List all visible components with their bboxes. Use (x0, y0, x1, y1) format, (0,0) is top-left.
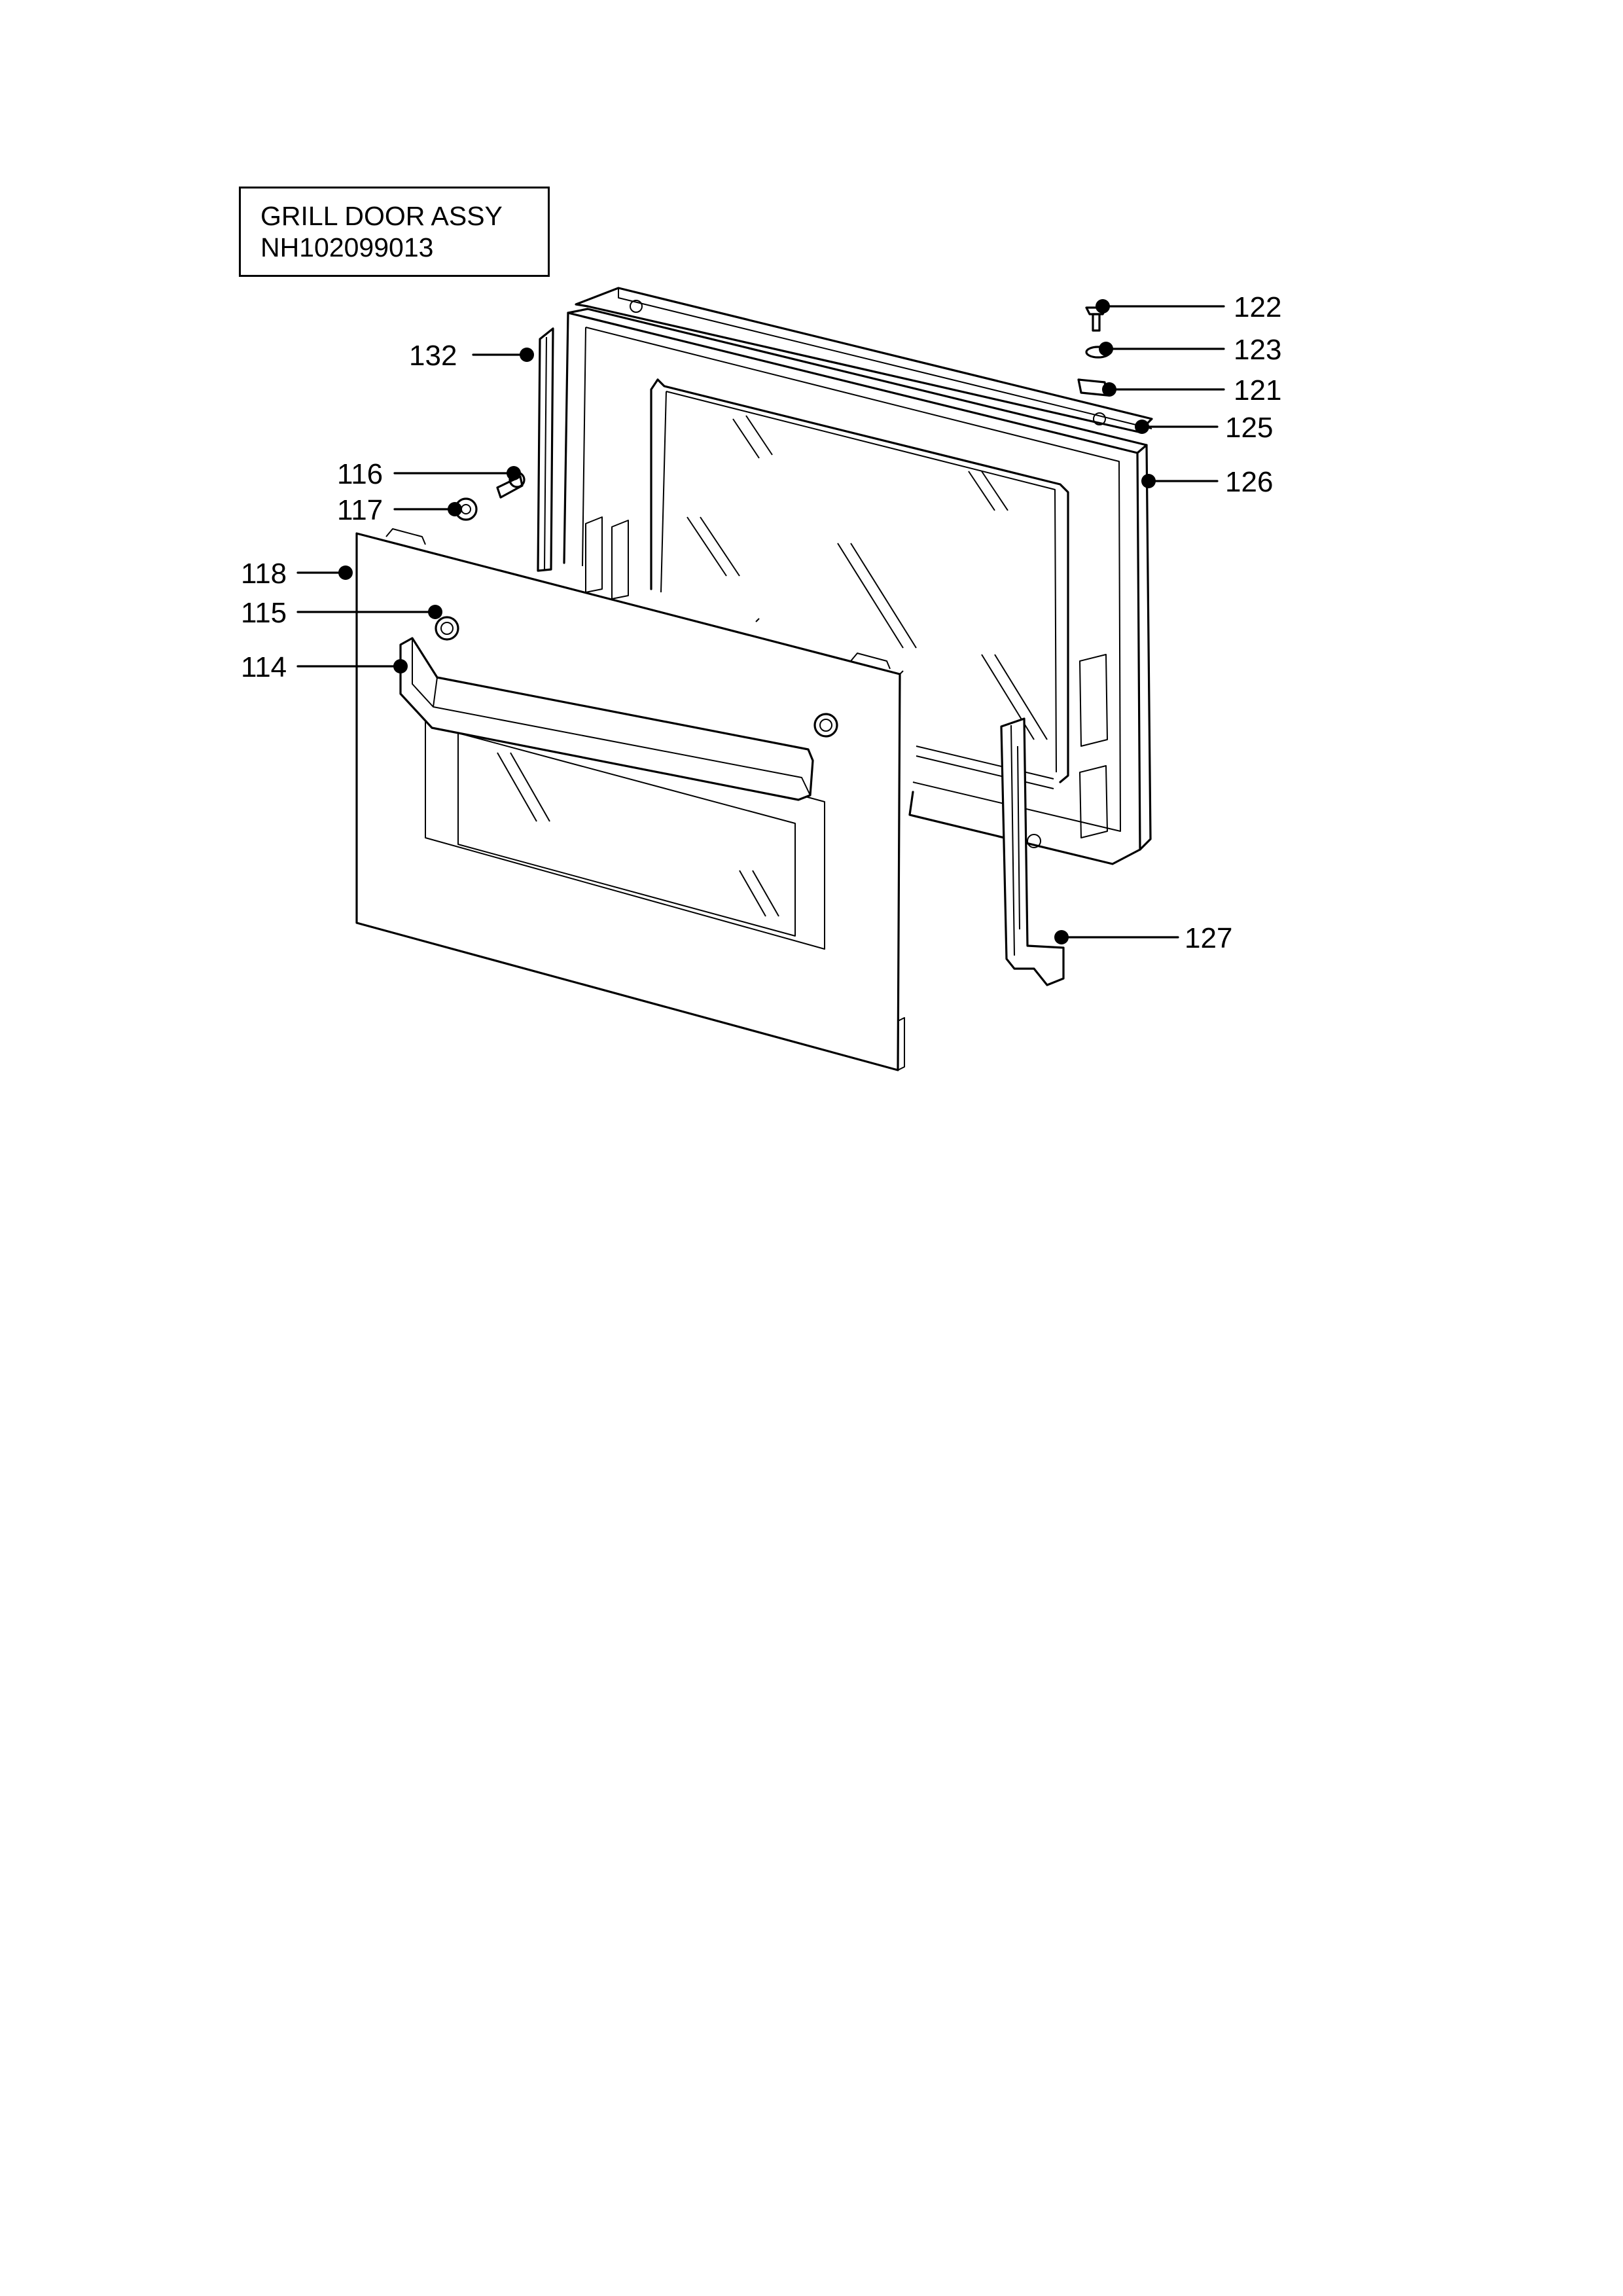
callout-114: 114 (241, 651, 408, 683)
callout-115: 115 (241, 597, 442, 629)
top-channel (575, 287, 1153, 433)
callout-label-126: 126 (1225, 466, 1273, 498)
callout-label-116: 116 (337, 458, 383, 490)
door-hinge (1000, 717, 1065, 986)
assembly-title: GRILL DOOR ASSY (260, 201, 503, 231)
callout-label-117: 117 (337, 494, 383, 526)
callout-label-118: 118 (241, 558, 287, 590)
callout-127: 127 (1054, 922, 1232, 954)
side-seal-strip (537, 327, 554, 572)
callout-123: 123 (1099, 334, 1281, 366)
callout-label-132: 132 (409, 340, 457, 372)
callout-label-127: 127 (1185, 922, 1232, 954)
callout-116: 116 (337, 458, 521, 490)
callout-label-125: 125 (1225, 412, 1273, 444)
misc-mark (755, 618, 760, 622)
callout-121: 121 (1102, 374, 1281, 406)
callout-label-114: 114 (241, 651, 287, 683)
title-block: GRILL DOOR ASSY NH102099013 (239, 187, 550, 277)
callout-126: 126 (1141, 466, 1273, 498)
callout-125: 125 (1135, 412, 1273, 444)
callout-122: 122 (1096, 291, 1281, 323)
callout-label-123: 123 (1234, 334, 1281, 366)
callout-label-121: 121 (1234, 374, 1281, 406)
callout-118: 118 (241, 558, 353, 590)
callout-label-115: 115 (241, 597, 287, 629)
assembly-code: NH102099013 (260, 232, 434, 262)
callout-label-122: 122 (1234, 291, 1281, 323)
callout-117: 117 (337, 494, 462, 526)
rear-door-frame (563, 300, 1152, 865)
callout-132: 132 (409, 340, 534, 372)
door-handle (399, 637, 814, 801)
